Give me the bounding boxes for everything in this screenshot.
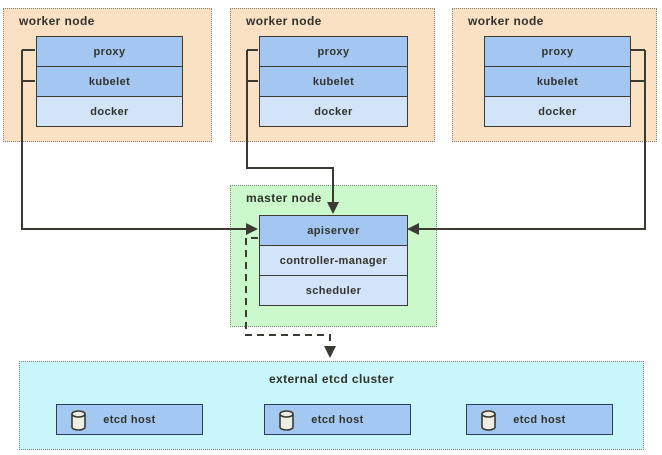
component-proxy: proxy xyxy=(36,36,183,67)
etcd-host-2: etcd host xyxy=(264,404,411,435)
component-kubelet: kubelet xyxy=(259,66,408,97)
component-controller-manager: controller-manager xyxy=(259,245,408,276)
database-icon xyxy=(481,410,496,431)
component-proxy: proxy xyxy=(259,36,408,67)
worker-node-2-label: worker node xyxy=(246,14,322,28)
external-etcd-cluster: external etcd cluster etcd host etcd hos… xyxy=(19,361,644,450)
worker-node-3-components: proxy kubelet docker xyxy=(484,36,631,127)
worker-node-3-label: worker node xyxy=(468,14,544,28)
etcd-host-1: etcd host xyxy=(56,404,203,435)
master-node: master node apiserver controller-manager… xyxy=(230,185,437,327)
component-scheduler: scheduler xyxy=(259,275,408,306)
component-kubelet: kubelet xyxy=(36,66,183,97)
component-docker: docker xyxy=(259,96,408,127)
master-node-components: apiserver controller-manager scheduler xyxy=(259,215,408,306)
worker-node-3: worker node proxy kubelet docker xyxy=(452,8,657,142)
worker-node-1: worker node proxy kubelet docker xyxy=(3,8,212,142)
database-icon xyxy=(71,410,86,431)
worker-node-2-components: proxy kubelet docker xyxy=(259,36,408,127)
component-kubelet: kubelet xyxy=(484,66,631,97)
component-apiserver: apiserver xyxy=(259,215,408,246)
etcd-host-label: etcd host xyxy=(103,413,156,426)
worker-node-1-components: proxy kubelet docker xyxy=(36,36,183,127)
etcd-host-label: etcd host xyxy=(311,413,364,426)
component-proxy: proxy xyxy=(484,36,631,67)
master-node-label: master node xyxy=(246,191,322,205)
etcd-host-3: etcd host xyxy=(466,404,613,435)
database-icon xyxy=(279,410,294,431)
etcd-host-label: etcd host xyxy=(513,413,566,426)
component-docker: docker xyxy=(484,96,631,127)
worker-node-2: worker node proxy kubelet docker xyxy=(230,8,435,142)
component-docker: docker xyxy=(36,96,183,127)
worker-node-1-label: worker node xyxy=(19,14,95,28)
etcd-cluster-label: external etcd cluster xyxy=(268,372,395,386)
